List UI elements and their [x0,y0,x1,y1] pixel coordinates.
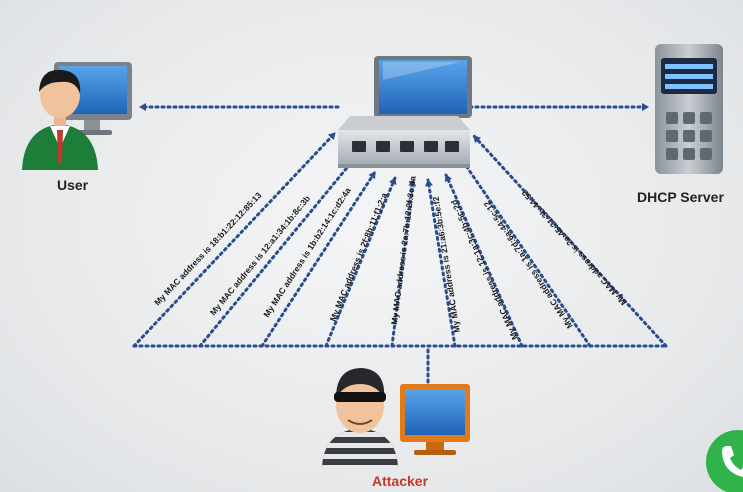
flood-lines [132,131,668,348]
monitor-icon [400,384,470,455]
switch-icon [338,116,470,168]
user-label: User [57,177,89,193]
mac-label-9: My MAC address is 2a:45:21:3b:44:52 [519,188,628,308]
dhcp-server-label: DHCP Server [637,189,724,205]
mac-label-8: My MAC address is 1a:7d:6a:44:5c:12 [481,199,574,331]
server-icon [655,44,723,174]
attacker-bus [132,344,668,384]
phone-icon[interactable] [706,430,743,492]
attacker-label: Attacker [372,473,429,489]
attacker-icon [322,368,398,470]
mac-label-2: My MAC address is 12:a1:34:1b:8c:3b [208,193,312,317]
laptop-icon [374,56,472,118]
user-icon [22,62,132,170]
mac-label-5: My MAC address is 2a:7b:12:2f:3c:4a [389,175,418,325]
